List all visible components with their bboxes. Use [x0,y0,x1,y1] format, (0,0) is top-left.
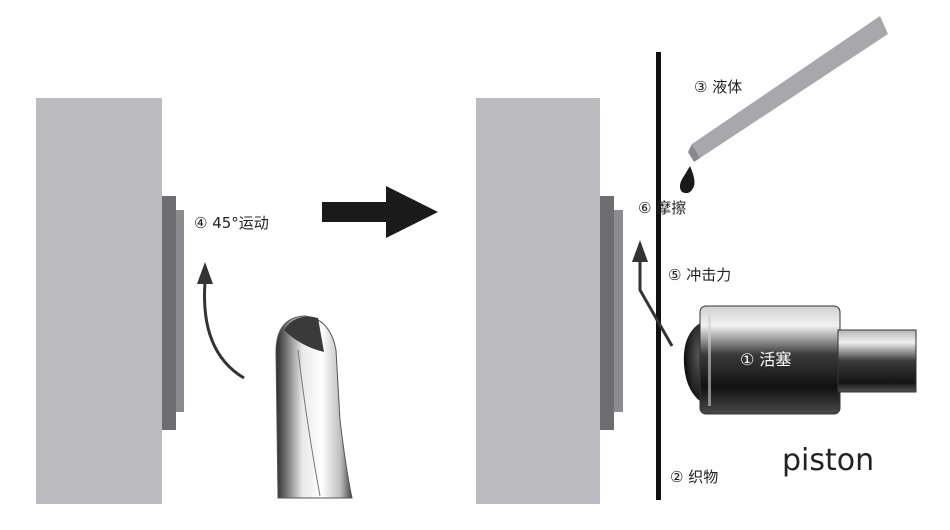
left-pad-inner [176,210,184,412]
piston-english-label: piston [782,443,875,478]
left-pad-outer [162,196,176,430]
finger-icon [275,315,353,499]
motion-label: ④ 45°运动 [194,214,269,232]
piston-icon [683,305,917,415]
friction-label: ⑥ 摩擦 [638,199,687,217]
right-pad-outer [600,196,614,430]
right-arrow-icon [322,186,438,238]
impact-label: ⑤ 冲击力 [668,266,732,284]
piston-label: ① 活塞 [740,350,792,369]
right-pad-inner [614,210,623,412]
left-block [36,98,162,504]
fabric-label: ② 织物 [670,468,719,486]
liquid-label: ③ 液体 [694,78,743,96]
fabric-line [656,52,661,500]
curved-arrow-icon [197,262,245,380]
impact-arrow-icon [632,240,674,347]
liquid-drop-icon [679,166,695,194]
dropper-icon [688,16,888,162]
right-block [476,98,600,504]
